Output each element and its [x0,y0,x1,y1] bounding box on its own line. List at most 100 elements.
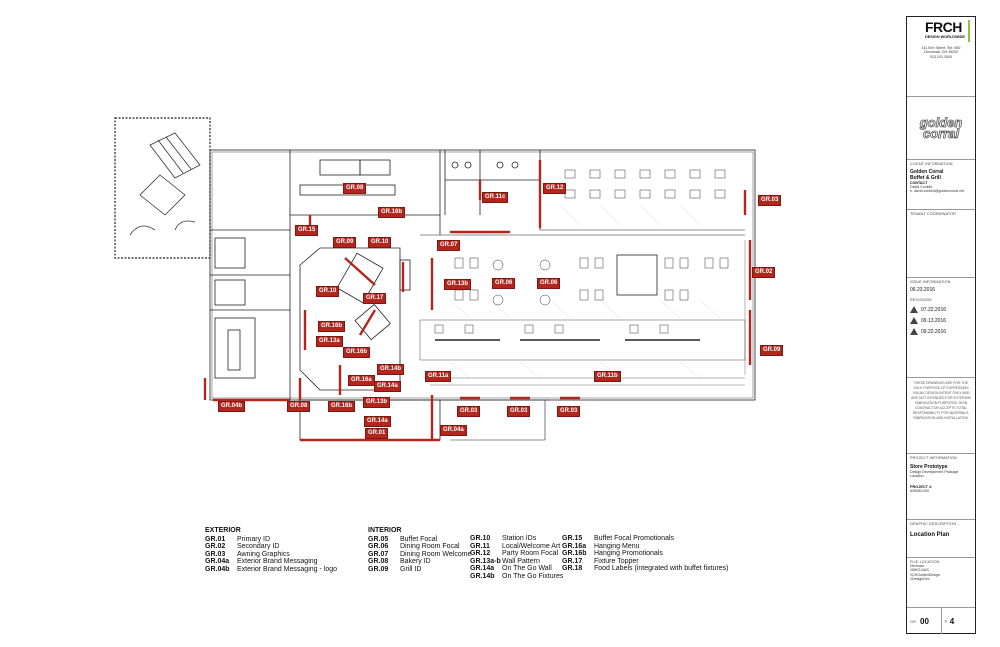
frch-logo-section: FRCH DESIGN WORLDWIDE 311 Elm Street, St… [907,17,975,97]
graphic-tag: GR.14b [377,364,405,375]
graphic-tag: GR.16b [318,321,346,332]
legend-row: GR.16a Hanging Menu [562,543,729,551]
graphic-tag: GR.02 [752,267,776,278]
legend-code: GR.04a [205,558,230,566]
legend-code: GR.11 [470,542,490,550]
gr-value: 00 [920,616,929,626]
graphic-tag: GR.06 [492,278,516,289]
legend-description: Party Room Focal [502,550,559,558]
graphic-tag: GR.08 [343,183,367,194]
legend-row: GR.03 Awning Graphics [205,551,337,559]
page-label: P. [944,618,948,624]
legend-description: Dining Room Focal [400,543,460,551]
graphic-tag: GR.17 [363,293,387,304]
legend-description: Exterior Brand Messaging [237,558,318,566]
tenant-label: TENANT COORDINATOR [910,212,957,216]
revision-date: 09.13.2016 [921,317,947,324]
legend-description: Bakery ID [400,558,431,566]
graphic-tag: GR.16b [328,401,356,412]
project-location: Location [910,474,924,479]
floor-plan [114,117,756,442]
legend-description: Dining Room Welcome [400,550,472,558]
tenant-section: TENANT COORDINATOR [907,210,975,278]
sheet-number-section: GR 00 P. 4 [907,608,975,634]
legend-code: GR.16a [562,542,587,550]
legend-description: Wall Pattern [502,557,540,565]
legend-code: GR.05 [368,535,389,543]
legend-description: Awning Graphics [237,550,290,558]
project-info-section: PROJECT INFORMATION Store Prototype Desi… [907,454,975,520]
graphic-label: GRAPHIC DESCRIPTION [910,522,957,526]
revision-date: 07.22.2016 [921,306,947,313]
contact-label: CONTACT [910,181,928,185]
project-subtitle: Design Development Package [910,470,959,474]
graphic-tag: GR.16b [378,207,406,218]
revision-triangle-icon [910,317,918,324]
legend-code: GR.03 [205,550,226,558]
logo-accent-bar [967,20,970,42]
legend-code: GR.17 [562,557,583,565]
legend-code: GR.09 [368,565,389,573]
issue-section: ISSUE INFORMATION 06.23.2016 REVISIONS 0… [907,278,975,378]
file-label: FILE LOCATION [910,560,940,564]
graphic-tag: GR.13b [444,279,472,290]
address-line: Cincinnati, OH 45202 [923,50,959,55]
graphic-tag: GR.03 [507,406,531,417]
page-cell: P. 4 [942,608,976,634]
disclaimer-section: THESE DRAWINGS ARE FOR THE SOLE PURPOSE … [907,378,975,454]
graphic-tag: GR.12 [543,183,567,194]
legend-description: Grill ID [400,565,422,573]
project-number-label: PROJECT #: [910,484,933,489]
client-name: Golden Corral [910,169,944,175]
legend-description: Buffet Focal Promotionals [594,535,675,542]
frch-logo: FRCH [925,19,962,35]
graphic-title: Location Plan [910,532,950,538]
graphic-tag: GR.01 [365,428,389,439]
legend-code: GR.13a-b [470,557,501,565]
legend-description: Buffet Focal [400,535,438,543]
legend-description: Fixture Topper [594,557,639,565]
project-number: 626082-000 [910,488,930,493]
graphic-tag: GR.04a [440,425,467,436]
file-line: \\DesignDev [910,577,930,582]
address-line: 311 Elm Street, Ste. 600 [921,46,961,50]
legend-row: GR.09 Grill ID [368,566,471,574]
legend-code: GR.16b [562,550,587,558]
legend-description: On The Go Fixtures [502,572,564,580]
file-line: \\frchnas [910,564,924,568]
client-info-label: CLIENT INFORMATION [910,162,953,166]
revisions-label: REVISIONS [910,298,932,302]
legend-description: Exterior Brand Messaging - logo [237,565,337,573]
legend-description: Hanging Menu [594,542,640,550]
revision-triangle-icon [910,328,918,335]
graphic-tag: GR.03 [457,406,481,417]
legend-description: Secondary ID [237,543,280,551]
graphic-tag: GR.08 [287,401,311,412]
legend-row: GR.17 Fixture Topper [562,558,729,566]
issue-date: 06.23.2016 [910,287,936,293]
client-logo-section: golden corral [907,97,975,160]
graphic-tag: GR.13a [316,336,343,347]
legend-description: Hanging Promotionals [594,550,663,558]
gr-cell: GR 00 [907,608,942,634]
revision-date: 09.22.2016 [921,328,947,335]
graphic-tag: GR.14a [364,416,391,427]
graphic-tag: GR.14a [374,381,401,392]
graphic-tag: GR.10 [316,286,340,297]
graphic-tag: GR.10 [368,237,392,248]
revision-triangle-icon [910,306,918,313]
